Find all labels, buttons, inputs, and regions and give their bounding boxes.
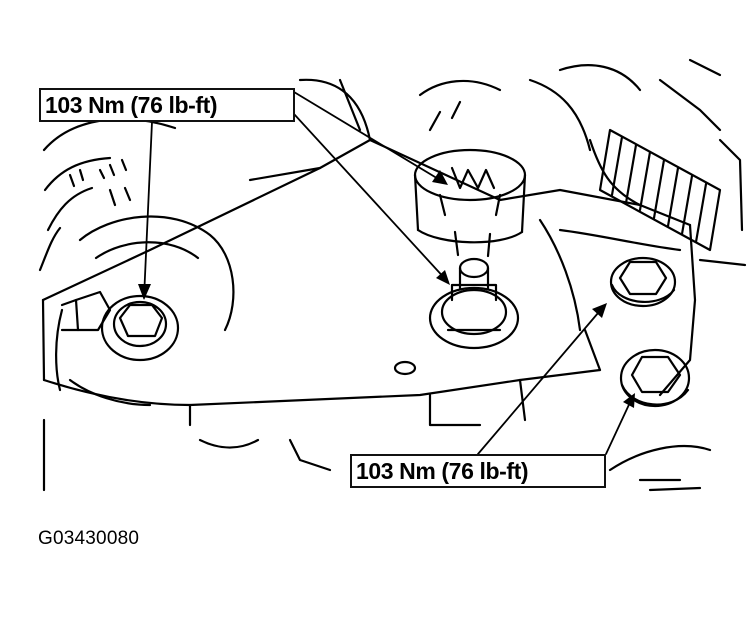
figure-id-label: G03430080 — [38, 528, 140, 549]
right-upper-bolt — [609, 256, 677, 308]
torque-callout-upper: 103 Nm (76 lb-ft) — [39, 88, 295, 122]
background-structure — [298, 58, 747, 267]
arrowhead-socket — [432, 170, 448, 185]
arrowhead-center-bolt — [436, 270, 450, 285]
leader-lines[interactable] — [143, 91, 634, 455]
left-housing — [38, 118, 235, 407]
torque-callout-lower: 103 Nm (76 lb-ft) — [350, 454, 606, 488]
lower-details — [42, 186, 712, 492]
bracket-plate — [41, 138, 697, 427]
plate-hole — [393, 360, 417, 376]
right-lower-bolt — [619, 348, 691, 408]
leader-to-right-upper-bolt — [477, 305, 605, 455]
left-bolt — [60, 290, 180, 362]
arrowhead-right-lower-bolt — [623, 393, 635, 408]
leader-to-socket — [293, 91, 446, 184]
arrowhead-left-bolt — [138, 284, 151, 300]
center-bolt — [428, 257, 520, 350]
arrowheads — [138, 170, 635, 408]
ribbed-hose — [598, 128, 722, 252]
leader-to-right-lower-bolt — [605, 395, 634, 455]
leader-to-left-bolt — [143, 121, 153, 299]
socket-cylinder — [413, 148, 527, 258]
arrowhead-right-upper-bolt — [592, 303, 607, 318]
leader-to-center-bolt — [293, 113, 449, 283]
